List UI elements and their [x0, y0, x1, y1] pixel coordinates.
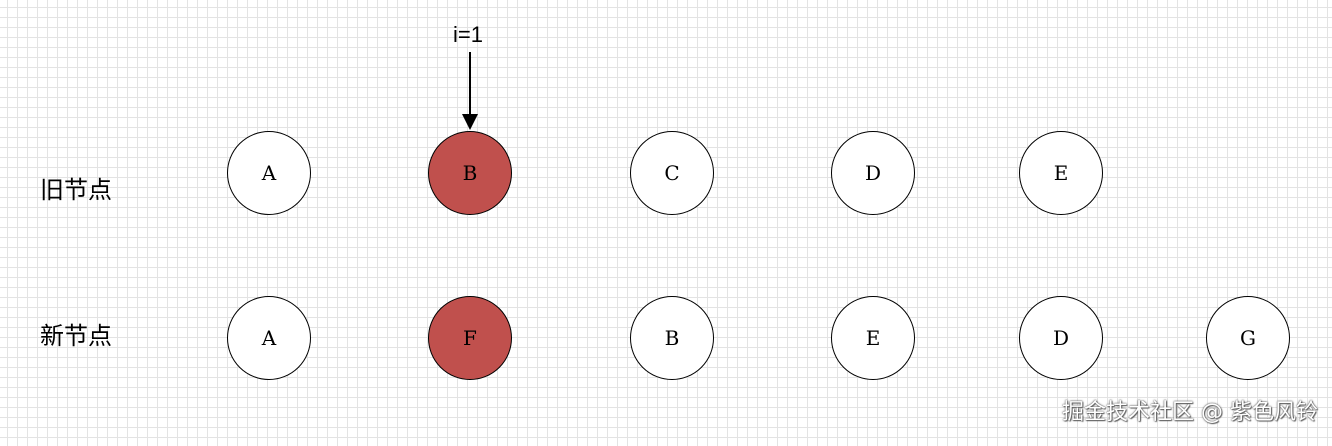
new-node-b: B: [630, 296, 714, 380]
new-node-g: G: [1206, 296, 1290, 380]
node-label: A: [261, 326, 277, 350]
node-label: A: [261, 161, 277, 185]
new-node-a: A: [227, 296, 311, 380]
new-node-d: D: [1019, 296, 1103, 380]
node-label: C: [664, 161, 680, 185]
pointer-label: i=1: [453, 22, 483, 47]
node-label: F: [463, 326, 477, 350]
old-node-d: D: [831, 131, 915, 215]
old-node-e: E: [1019, 131, 1103, 215]
old-node-b: B: [428, 131, 512, 215]
watermark: 掘金技术社区 @ 紫色风铃: [1062, 400, 1318, 425]
pointer-arrow-head: [462, 114, 478, 130]
node-label: E: [865, 326, 881, 350]
new-node-f: F: [428, 296, 512, 380]
node-label: D: [864, 161, 882, 185]
old-nodes-label: 旧节点: [40, 176, 112, 204]
node-label: D: [1052, 326, 1070, 350]
new-nodes-label: 新节点: [40, 322, 112, 350]
node-label: B: [462, 161, 478, 185]
old-node-a: A: [227, 131, 311, 215]
node-label: E: [1053, 161, 1069, 185]
old-node-c: C: [630, 131, 714, 215]
new-node-e: E: [831, 296, 915, 380]
node-label: G: [1240, 326, 1256, 350]
node-label: B: [664, 326, 680, 350]
